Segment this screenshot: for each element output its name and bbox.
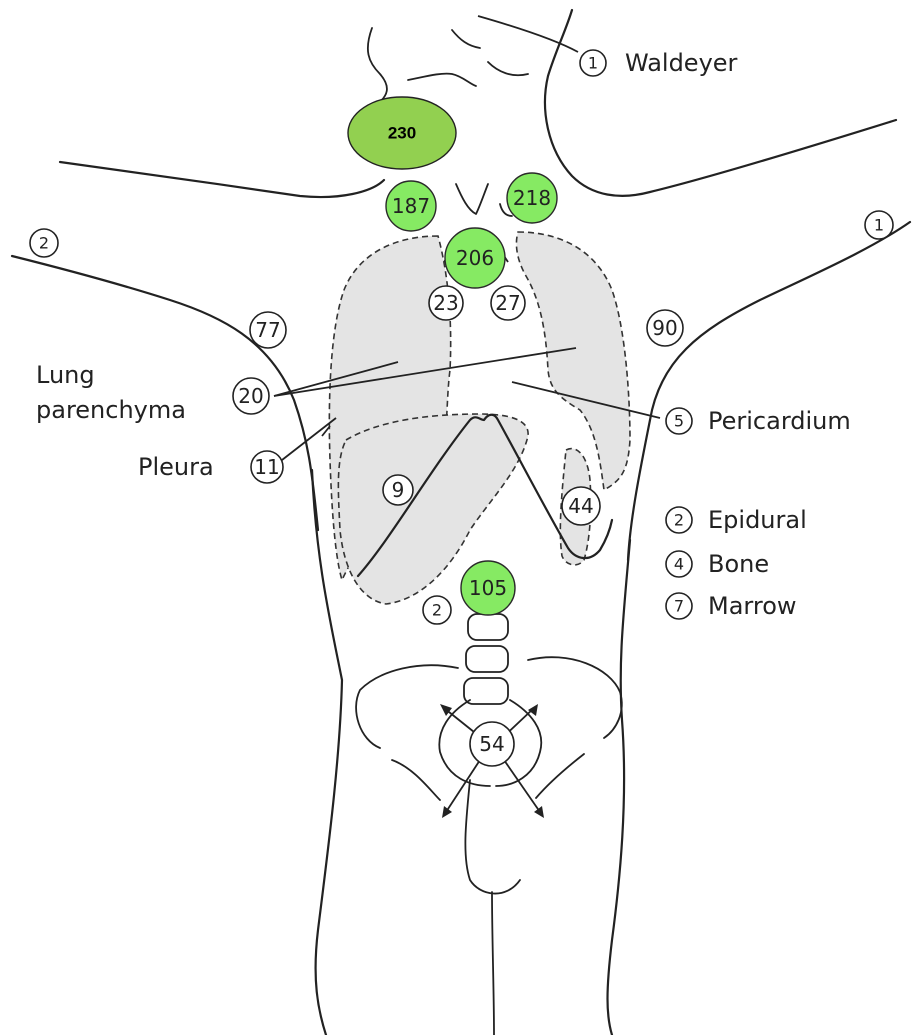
- site-liver: 9: [383, 475, 413, 505]
- label-bone-number: 4: [674, 555, 684, 574]
- label-epidural: 2 Epidural: [666, 506, 807, 534]
- site-right-neck-value: 218: [513, 186, 551, 210]
- site-liver-value: 9: [392, 478, 405, 502]
- site-right-arm: 1: [865, 211, 893, 239]
- label-waldeyer-number: 1: [588, 54, 598, 73]
- site-left-axilla: 77: [250, 312, 286, 348]
- site-pelvic-value: 54: [479, 732, 504, 756]
- site-right-axilla: 90: [647, 310, 683, 346]
- site-paraspinal: 2: [423, 596, 451, 624]
- label-epidural-text: Epidural: [708, 506, 807, 534]
- label-pericardium-number: 5: [674, 412, 684, 431]
- label-bone: 4 Bone: [666, 550, 769, 578]
- site-right-hilum: 27: [491, 286, 525, 320]
- label-lung-line2: parenchyma: [36, 396, 186, 424]
- label-marrow-text: Marrow: [708, 592, 797, 620]
- site-mediastinum: 206: [445, 228, 505, 288]
- site-right-axilla-value: 90: [652, 316, 677, 340]
- label-waldeyer: 1 Waldeyer: [580, 49, 738, 77]
- site-right-hilum-value: 27: [495, 291, 520, 315]
- site-abdominal: 105: [461, 561, 515, 615]
- site-left-neck-value: 187: [392, 194, 430, 218]
- site-spleen: 44: [562, 487, 600, 525]
- site-right-neck: 218: [507, 173, 557, 223]
- site-left-neck: 187: [386, 181, 436, 231]
- label-epidural-number: 2: [674, 511, 684, 530]
- neck-badge: 230: [348, 97, 456, 169]
- site-abdominal-value: 105: [469, 576, 507, 600]
- site-left-arm-value: 2: [39, 234, 49, 253]
- site-pelvic: 54: [470, 722, 514, 766]
- site-left-hilum: 23: [429, 286, 463, 320]
- label-pericardium-text: Pericardium: [708, 407, 851, 435]
- label-marrow-number: 7: [674, 597, 684, 616]
- site-lung-parenchyma: 20: [233, 378, 269, 414]
- label-pleura-text: Pleura: [138, 453, 214, 481]
- site-right-arm-value: 1: [874, 216, 884, 235]
- site-pleura: 11: [251, 451, 283, 483]
- site-lung-parenchyma-value: 20: [238, 384, 263, 408]
- label-pericardium: 5 Pericardium: [666, 407, 851, 435]
- site-mediastinum-value: 206: [456, 246, 494, 270]
- site-paraspinal-value: 2: [432, 601, 442, 620]
- site-spleen-value: 44: [568, 494, 593, 518]
- label-marrow: 7 Marrow: [666, 592, 797, 620]
- label-bone-text: Bone: [708, 550, 769, 578]
- label-waldeyer-text: Waldeyer: [625, 49, 738, 77]
- site-left-arm: 2: [30, 229, 58, 257]
- badge-value: 230: [388, 124, 416, 143]
- site-left-axilla-value: 77: [255, 318, 280, 342]
- label-lung-line1: Lung: [36, 361, 95, 389]
- site-left-hilum-value: 23: [433, 291, 458, 315]
- site-pleura-value: 11: [254, 455, 279, 479]
